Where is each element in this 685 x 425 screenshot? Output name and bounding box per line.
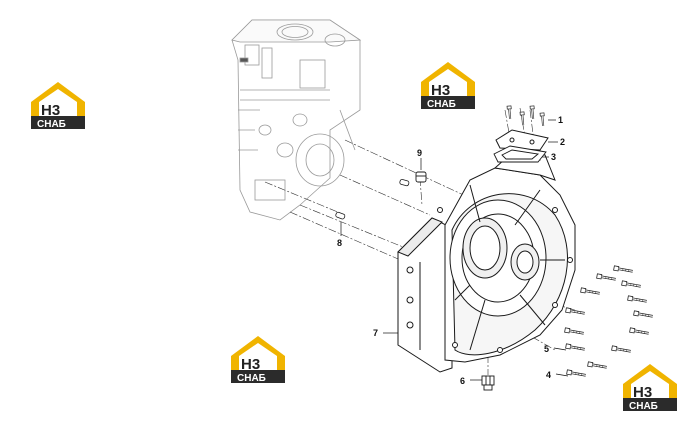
callout-leaders — [340, 119, 569, 381]
plug-part-9 — [415, 171, 427, 183]
callout-2: 2 — [560, 137, 565, 147]
callout-1: 1 — [558, 115, 563, 125]
callout-4: 4 — [546, 370, 551, 380]
gasket — [493, 145, 547, 163]
screws-part-1 — [506, 104, 547, 128]
callout-3: 3 — [551, 152, 556, 162]
logo-mark: H3 — [431, 82, 450, 99]
engine-block-phantom — [231, 19, 362, 221]
logo-word: CHAБ — [629, 401, 658, 412]
callout-labels: 1 2 3 4 5 6 7 8 9 — [337, 115, 565, 386]
logo-word: CHAБ — [427, 99, 456, 110]
callout-8: 8 — [337, 238, 342, 248]
logo-word: CHAБ — [237, 373, 266, 384]
dowel-pins — [335, 179, 410, 220]
logo-word: CHAБ — [37, 119, 66, 130]
watermark-logo: H3 CHAБ — [421, 62, 475, 110]
logo-mark: H3 — [41, 102, 60, 119]
flywheel-housing — [397, 149, 576, 373]
callout-6: 6 — [460, 376, 465, 386]
bolts-part-4-5 — [563, 264, 655, 379]
logo-mark: H3 — [241, 356, 260, 373]
watermark-logo: H3 CHAБ — [31, 82, 85, 130]
watermark-logo: H3 CHAБ — [623, 364, 677, 412]
logo-mark: H3 — [633, 384, 652, 401]
watermark-logo: H3 CHAБ — [231, 336, 285, 384]
callout-7: 7 — [373, 328, 378, 338]
drain-plug-part-6 — [481, 375, 495, 391]
callout-9: 9 — [417, 148, 422, 158]
callout-5: 5 — [544, 344, 549, 354]
cover-plate — [495, 129, 549, 151]
